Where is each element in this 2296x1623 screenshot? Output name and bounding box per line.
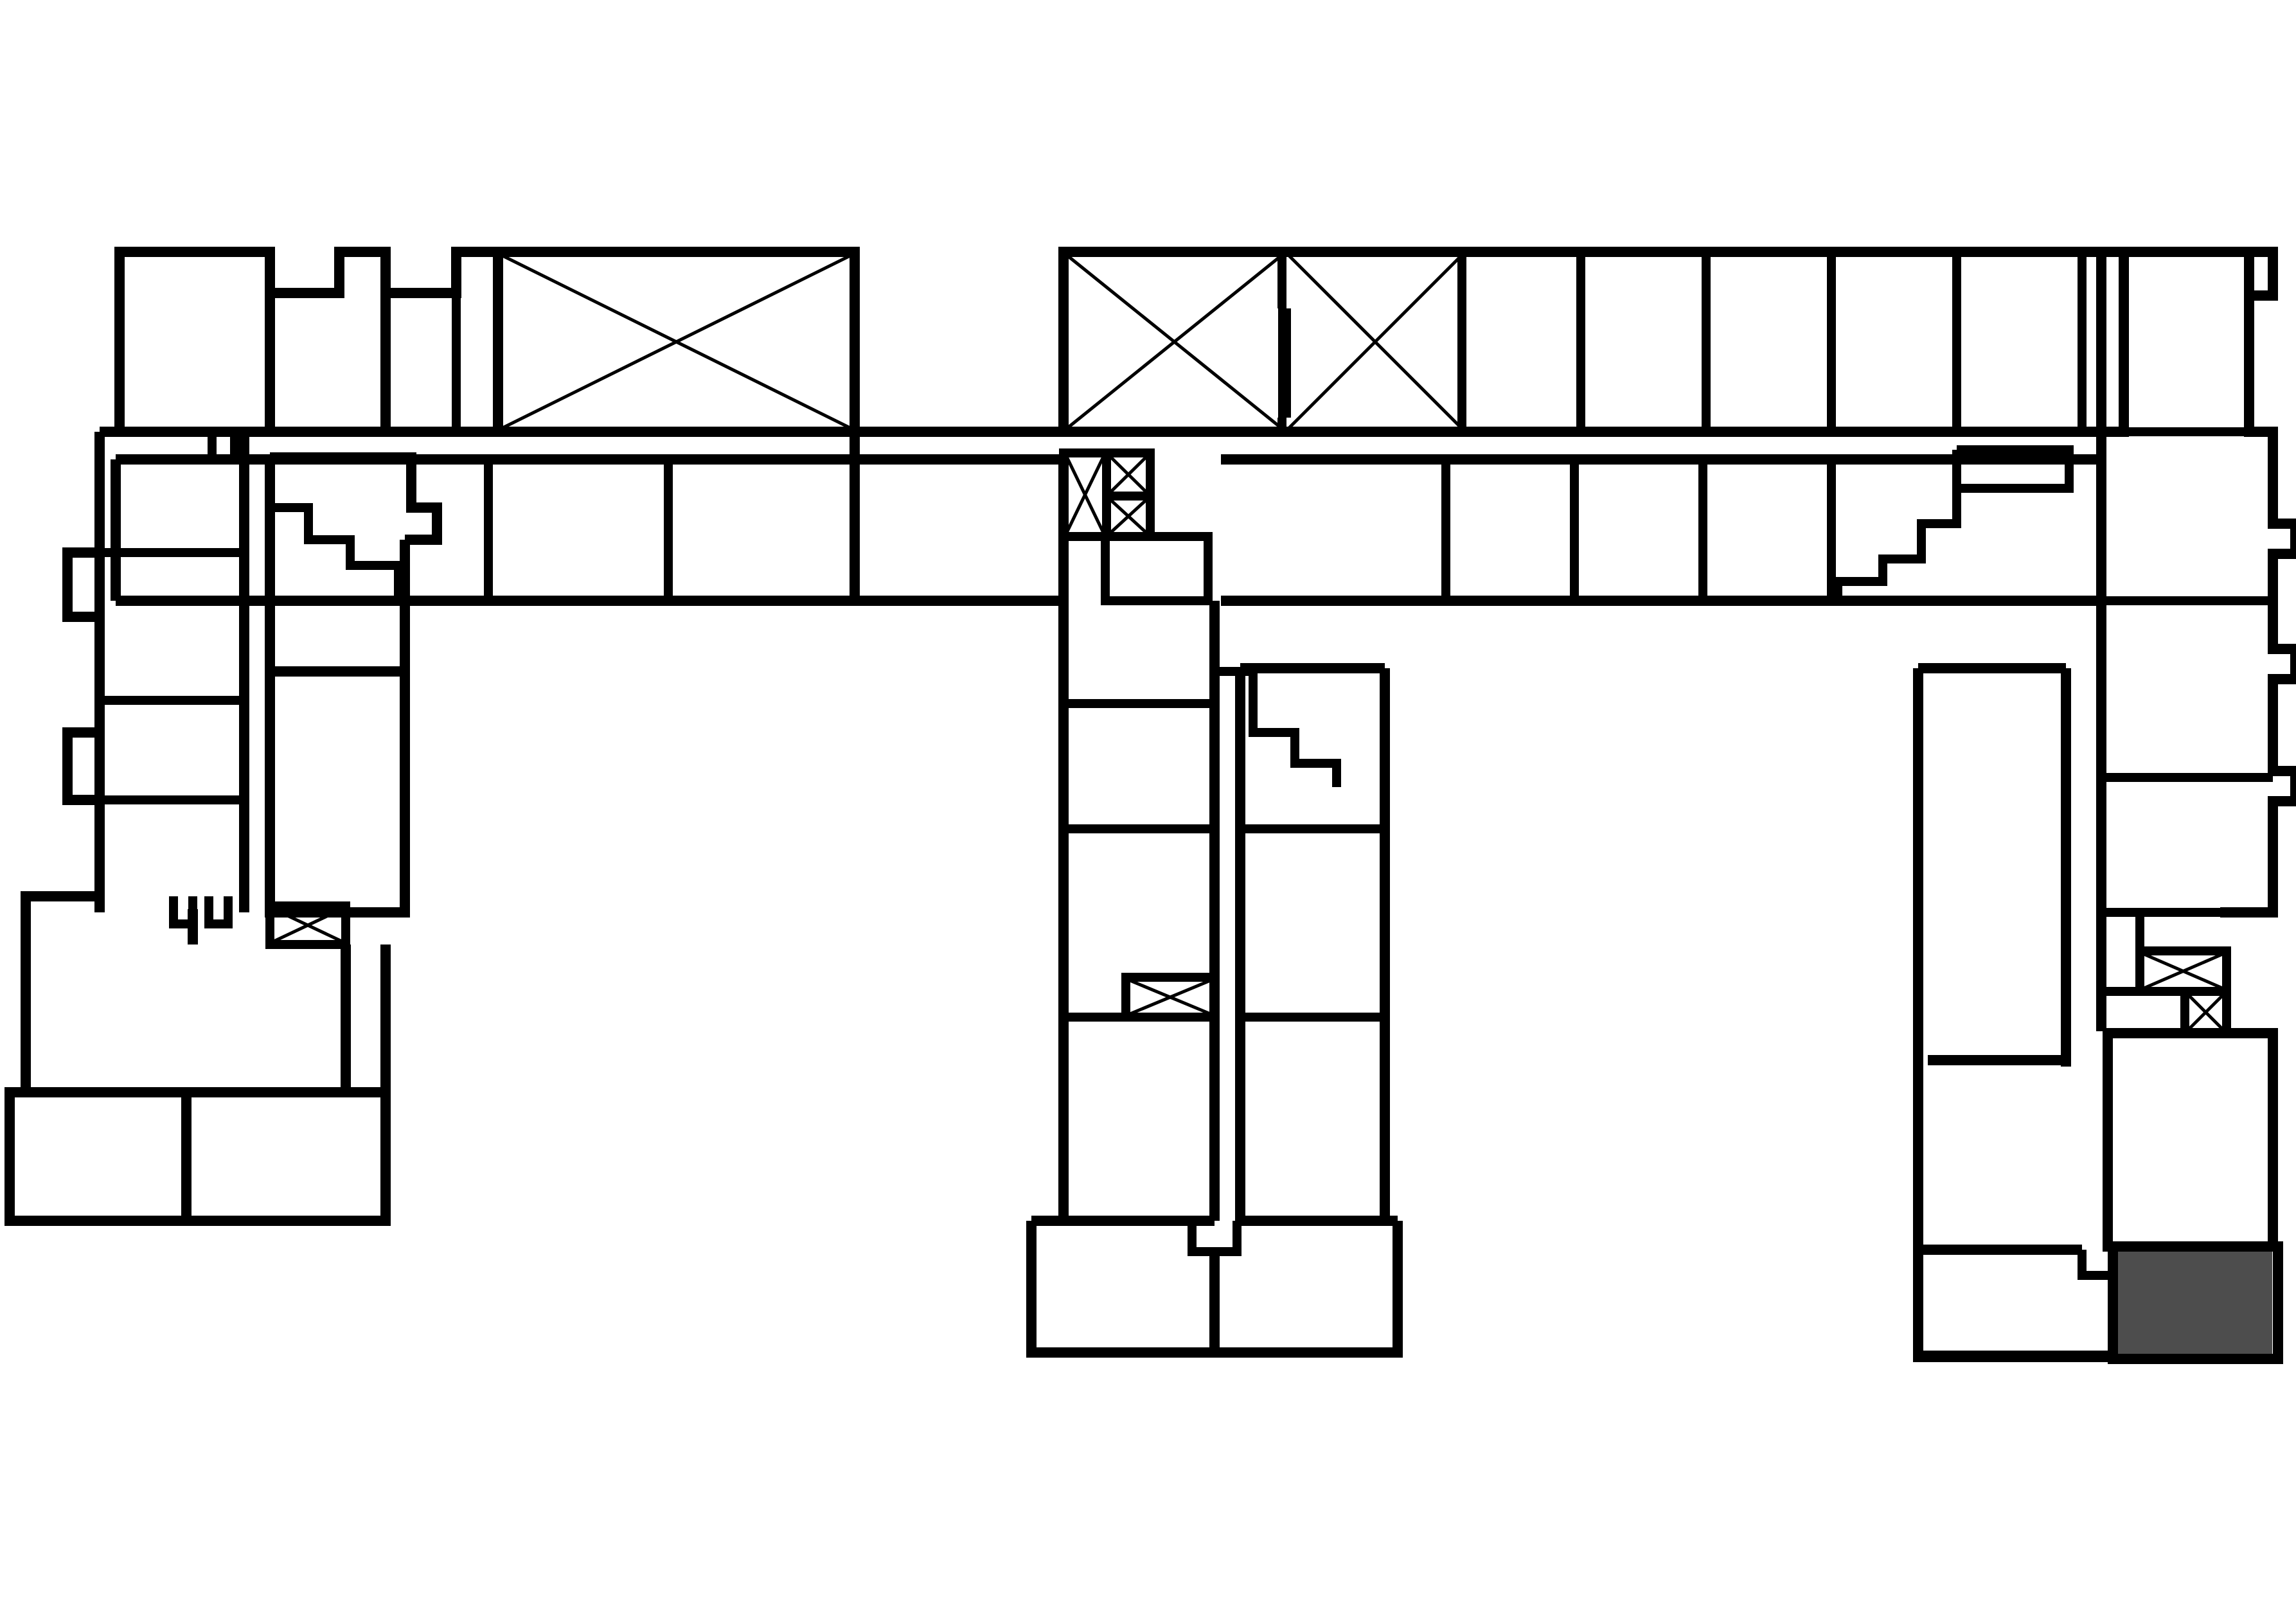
bottom-center-block — [1026, 1216, 1403, 1358]
stepped-wall-center — [1210, 601, 1341, 787]
main-corridor-band — [94, 432, 2101, 606]
far-right-column — [2096, 247, 2296, 918]
left-wing — [4, 427, 442, 1226]
right-lower-units — [1913, 908, 2283, 1364]
highlighted-unit[interactable] — [2118, 1249, 2272, 1356]
top-left-block — [100, 247, 860, 437]
